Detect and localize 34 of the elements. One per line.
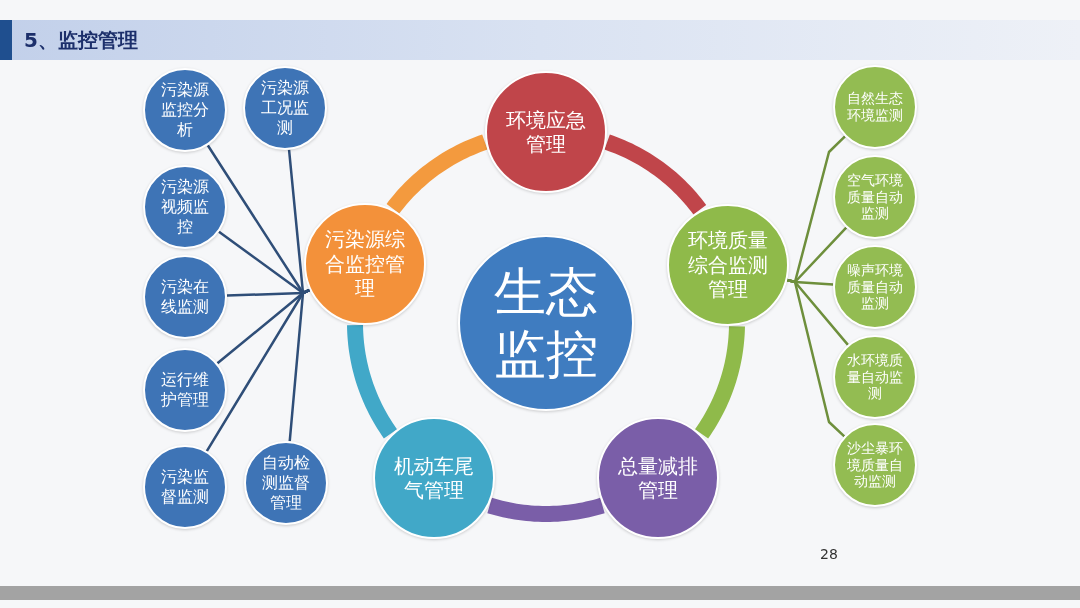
node-label: 污染源监控分析 [160, 80, 210, 140]
node-label: 环境应急管理 [505, 107, 587, 157]
node-label: 污染源视频监控 [160, 177, 210, 237]
node-label: 水环境质量自动监测 [846, 351, 904, 403]
node-label: 运行维护管理 [160, 370, 210, 410]
node-label: 沙尘暴环境质量自动监测 [846, 439, 904, 491]
node-label: 污染源工况监测 [260, 78, 310, 138]
page-number: 28 [820, 546, 838, 562]
node-label: 环境质量综合监测管理 [687, 228, 769, 302]
item-circle [833, 245, 917, 329]
node-label: 自动检测监督管理 [261, 453, 311, 513]
slide-title: 5、监控管理 [24, 27, 138, 54]
node-label: 自然生态环境监测 [846, 90, 904, 124]
node-label: 污染在线监测 [160, 277, 210, 317]
node-label: 生态监控 [493, 260, 599, 386]
item-circle [243, 66, 327, 150]
node-label: 噪声环境质量自动监测 [846, 261, 904, 313]
node-label: 污染监督监测 [160, 467, 210, 507]
ring-arc-segment [485, 497, 607, 522]
node-label: 污染源综合监控管理 [324, 227, 406, 301]
node-label: 机动车尾气管理 [393, 453, 475, 503]
item-circle [244, 441, 328, 525]
node-label: 总量减排管理 [617, 453, 699, 503]
item-circle [143, 68, 227, 152]
item-circle [833, 335, 917, 419]
connector-line [288, 288, 311, 442]
item-circle [143, 255, 227, 339]
item-circle [833, 155, 917, 239]
item-circle [143, 165, 227, 249]
node-label: 空气环境质量自动监测 [846, 171, 904, 223]
item-circle [143, 445, 227, 529]
item-circle [833, 65, 917, 149]
item-circle [143, 348, 227, 432]
item-circle [833, 423, 917, 507]
